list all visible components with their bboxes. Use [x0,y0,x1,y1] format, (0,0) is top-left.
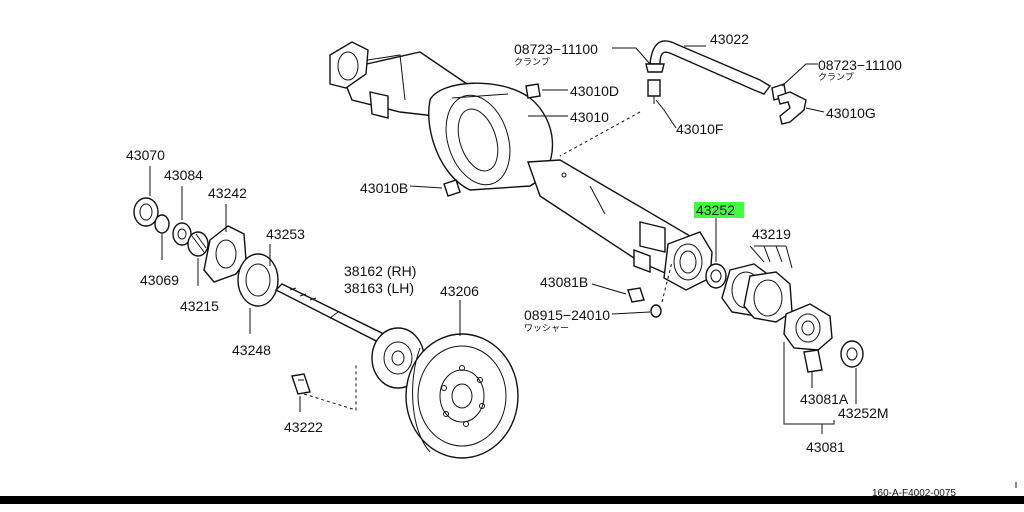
highlight-43252 [694,202,744,218]
axle-housing-43010 [329,41,691,277]
label-43248: 43248 [232,342,271,358]
hub-43081 [783,303,833,351]
label-43010G: 43010G [826,105,876,121]
bolt-guide-line [303,364,357,411]
nut-43081B [627,287,645,303]
label-08915-sub: ワッシャー [524,324,569,334]
label-08723-left-sub: クランプ [514,57,550,68]
bottom-bar [0,496,1024,504]
label-43022: 43022 [710,31,749,47]
leader-lines [149,45,857,434]
label-43252M: 43252M [838,405,889,421]
label-43206: 43206 [440,283,479,299]
label-43070: 43070 [126,147,165,163]
hub-bolt-43081A [803,349,823,373]
label-43222: 43222 [284,419,323,435]
label-43215: 43215 [180,298,219,314]
label-38163: 38163 (LH) [344,280,414,296]
label-43010: 43010 [570,109,609,125]
plug-43010B [443,179,461,197]
label-43081B: 43081B [540,274,588,290]
label-43010B: 43010B [360,180,408,196]
label-08723-left: 08723−11100 [514,41,598,57]
hub-bearing-43219 [721,263,793,323]
label-43219: 43219 [752,226,791,242]
oil-seal-43070 [133,197,159,227]
brake-drum-43206 [405,333,519,459]
label-43010D: 43010D [570,83,619,99]
label-43084: 43084 [164,167,203,183]
housing-end-flange [663,231,713,291]
footer-code: 160-A-F4002-0075 [872,488,956,499]
label-08723-right-sub: クランプ [818,72,854,83]
clamp-08723-left [645,63,665,73]
hub-bolt-43222 [291,373,311,395]
bearing-43215 [187,231,209,257]
label-43252: 43252 [696,202,735,218]
label-38162: 38162 (RH) [344,263,416,279]
label-43253: 43253 [266,226,305,242]
label-43081A: 43081A [800,391,849,407]
oil-seal-43252 [705,263,727,289]
label-43069: 43069 [140,272,179,288]
pipe-43010G [777,91,807,125]
breather-hose-43022 [649,40,772,95]
nut-43084 [172,222,192,246]
label-43081: 43081 [806,439,845,455]
gasket-43248 [237,253,279,307]
washer-08915 [650,304,662,318]
union-43010F [647,79,661,104]
label-08915: 08915−24010 [524,307,610,323]
plug-43010D [525,83,541,99]
label-43010F: 43010F [676,121,723,137]
label-43242: 43242 [208,185,247,201]
oil-seal-43252M [840,340,864,368]
label-08723-right: 08723−11100 [818,57,902,73]
bearing-cone-43069 [154,214,170,234]
